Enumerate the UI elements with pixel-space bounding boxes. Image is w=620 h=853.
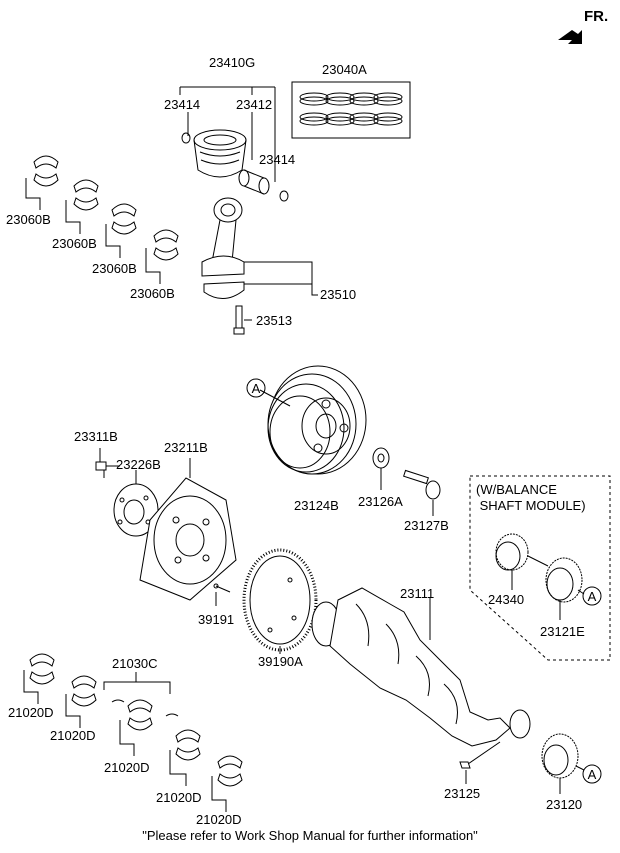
balance-sprocket-icon	[545, 557, 585, 620]
balance-note-line2: SHAFT MODULE)	[476, 498, 586, 513]
woodruff-key-icon	[459, 761, 471, 784]
piston-icon	[193, 129, 247, 178]
connecting-rod-icon	[201, 197, 318, 299]
label-main-bearing-4: 21020D	[156, 790, 202, 805]
front-direction-arrow-icon	[558, 30, 582, 44]
label-snap-ring-left: 23414	[164, 97, 201, 112]
label-ring-gear-pin: 39191	[198, 612, 235, 627]
con-rod-bearing-2-icon	[65, 179, 99, 234]
ref-marker-a-top	[246, 378, 266, 398]
label-main-bearing-2: 21020D	[50, 728, 96, 743]
con-rod-bearing-4-icon	[145, 229, 179, 284]
label-flywheel-bolt: 23311B	[74, 429, 118, 444]
label-bearing-3: 23060B	[92, 261, 137, 276]
label-rod-bolt: 23513	[256, 313, 293, 328]
rod-bolt-icon	[233, 305, 252, 335]
main-bearing-4-icon	[169, 729, 201, 786]
con-rod-bearing-3-icon	[105, 203, 137, 258]
main-bearing-3-icon	[119, 699, 153, 756]
con-rod-bearing-1-icon	[25, 155, 59, 210]
piston-ring-set-icon	[291, 81, 411, 139]
label-main-bearing-1: 21020D	[8, 705, 54, 720]
balance-note-line1: (W/BALANCE	[476, 482, 557, 497]
label-pulley-washer: 23126A	[358, 494, 403, 509]
label-ring-gear: 39190A	[258, 654, 303, 669]
ref-marker-a-balance	[582, 586, 602, 606]
snap-ring-right-icon	[279, 190, 289, 202]
main-bearing-1-icon	[23, 653, 55, 704]
label-main-bearing-5: 21020D	[196, 812, 242, 827]
damper-pulley-icon	[259, 365, 367, 475]
ring-gear-icon	[242, 548, 318, 654]
pulley-bolt-icon	[403, 469, 441, 516]
snap-ring-left-icon	[181, 132, 191, 144]
label-balance-gear: 24340	[488, 592, 525, 607]
flywheel-bolt-icon	[95, 448, 120, 478]
pulley-washer-icon	[372, 447, 390, 490]
piston-pin-icon	[238, 169, 270, 195]
balance-shaft-box	[469, 475, 611, 661]
label-woodruff-key: 23125	[444, 786, 481, 801]
ring-gear-pin-icon	[213, 583, 231, 606]
label-balance-sprocket: 23121E	[540, 624, 585, 639]
front-direction-label: FR.	[584, 8, 609, 25]
label-connecting-rod: 23510	[320, 287, 357, 302]
label-crank-sprocket: 23120	[546, 797, 583, 812]
drive-plate-icon	[139, 458, 237, 601]
main-bearing-5-icon	[211, 755, 243, 812]
label-adapter-plate: 23226B	[116, 457, 161, 472]
label-pulley-bolt: 23127B	[404, 518, 449, 533]
label-bearing-4: 23060B	[130, 286, 175, 301]
label-piston-pin: 23412	[236, 97, 273, 112]
main-bearing-2-icon	[65, 675, 97, 728]
label-snap-ring-right: 23414	[259, 152, 296, 167]
label-piston-ring-set: 23040A	[322, 62, 367, 77]
footer-note: "Please refer to Work Shop Manual for fu…	[142, 828, 478, 843]
label-drive-plate: 23211B	[164, 440, 208, 455]
ref-marker-a-bottom-label: A	[587, 767, 597, 782]
balance-shaft-note: (W/BALANCE SHAFT MODULE)	[476, 482, 586, 514]
label-crankshaft: 23111	[400, 586, 435, 601]
crank-sprocket-icon	[541, 733, 585, 794]
label-bearing-2: 23060B	[52, 236, 97, 251]
label-bearing-1: 23060B	[6, 212, 51, 227]
label-main-bearing-3: 21020D	[104, 760, 150, 775]
crankshaft-icon	[311, 587, 531, 765]
label-piston-assy: 23410G	[209, 55, 256, 70]
label-thrust-bearing: 21030C	[112, 656, 158, 671]
label-damper-pulley: 23124B	[294, 498, 339, 513]
ref-marker-a-top-label: A	[251, 381, 261, 396]
ref-marker-a-bottom	[582, 764, 602, 784]
piston-assy-leader	[179, 86, 276, 182]
balance-gear-icon	[495, 533, 549, 590]
ref-marker-a-balance-label: A	[587, 589, 597, 604]
thrust-bearing-leader	[103, 672, 179, 717]
